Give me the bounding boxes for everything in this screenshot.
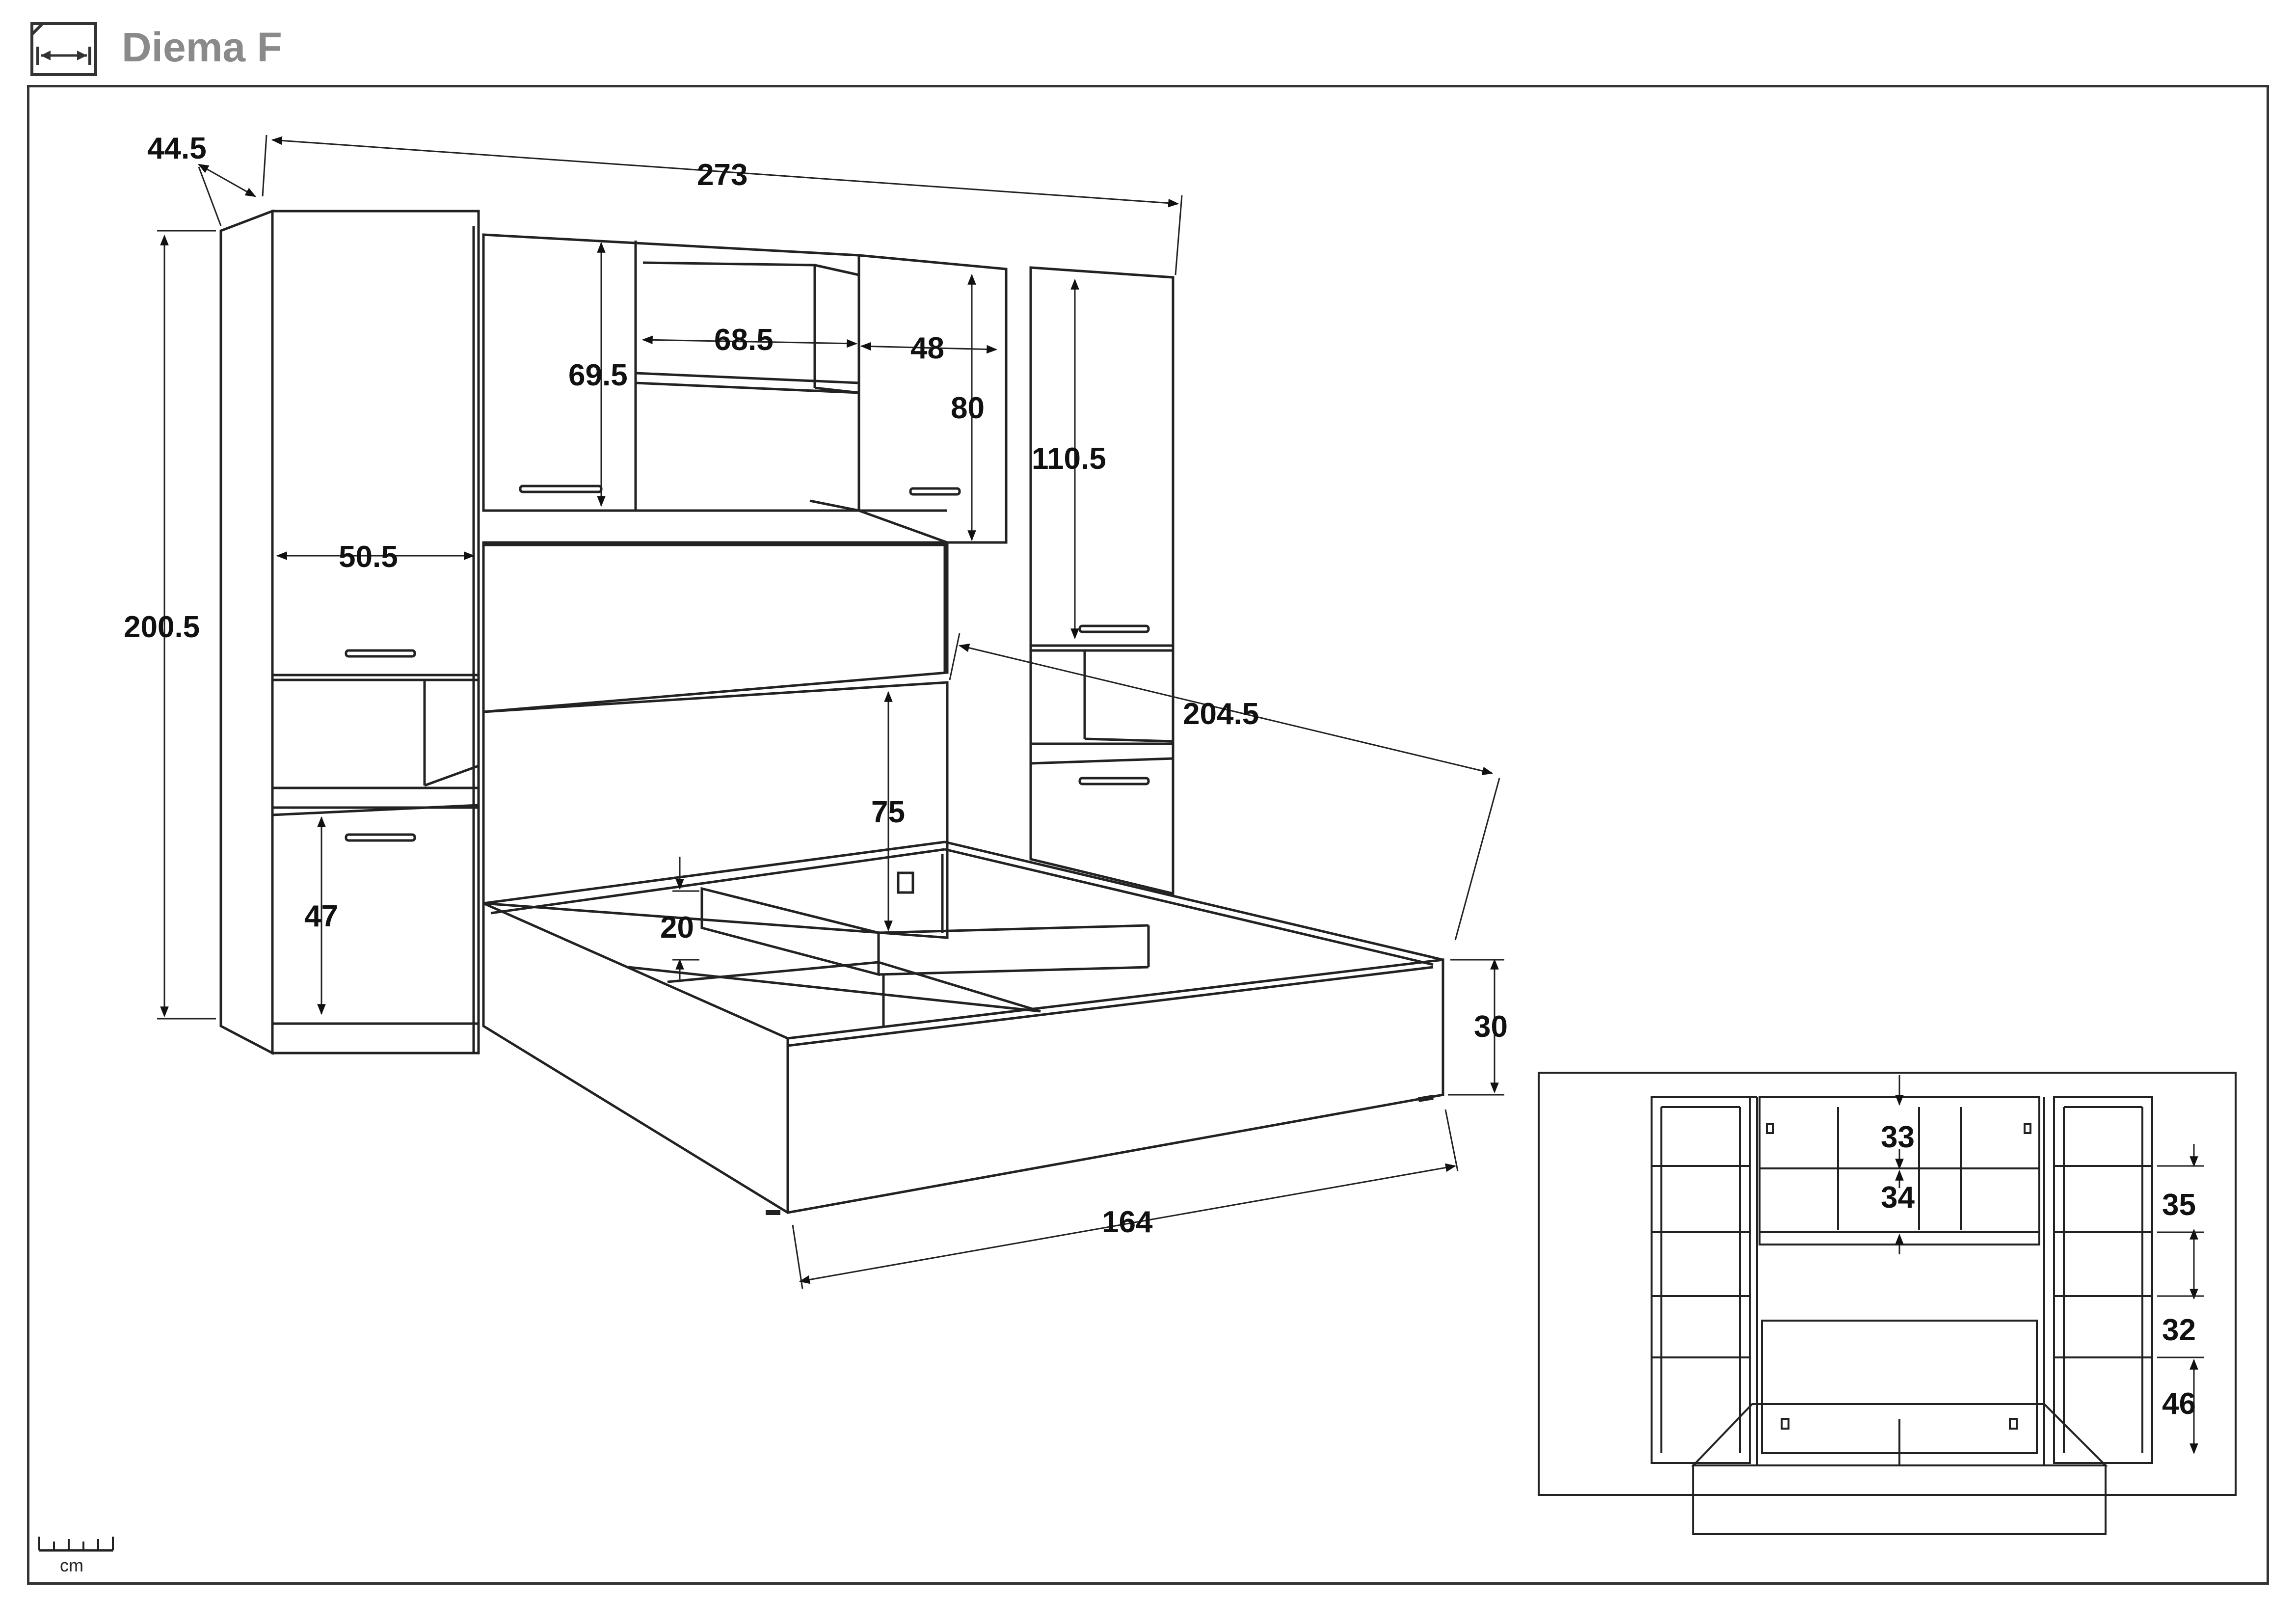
- inset-dim-column-shelf-1: 35: [2162, 1188, 2196, 1222]
- bed-base: [482, 901, 1444, 1214]
- drawing-frame: [27, 85, 2269, 1585]
- headboard-panel: [482, 541, 949, 713]
- right-wardrobe-front: [1029, 266, 1175, 895]
- page-title: Diema F: [122, 24, 282, 70]
- dim-left-wardrobe-width: 50.5: [339, 540, 398, 574]
- dim-wall-unit-height: 69.5: [568, 358, 628, 392]
- bracket-icon: [897, 871, 914, 894]
- inset-dim-shelf-2: 34: [1881, 1181, 1915, 1215]
- handle: [909, 487, 961, 496]
- left-lower-cabinet: [271, 806, 480, 1025]
- dim-bed-length: 204.5: [1183, 697, 1259, 731]
- handle: [519, 485, 603, 493]
- dim-depth: 44.5: [147, 132, 207, 165]
- dim-middle-shelf-width: 68.5: [714, 323, 774, 357]
- handle: [345, 649, 416, 658]
- dimensions-document-icon: [30, 22, 97, 76]
- dim-bed-width: 164: [1102, 1205, 1153, 1239]
- ruler-icon: [38, 1537, 114, 1552]
- handle: [345, 833, 416, 842]
- dim-total-height: 200.5: [124, 610, 200, 644]
- dim-lower-cabinet-height: 47: [304, 899, 338, 933]
- dim-total-width: 273: [697, 158, 748, 192]
- inset-dim-column-shelf-3: 46: [2162, 1387, 2196, 1421]
- handle: [1078, 777, 1150, 785]
- headboard: [482, 681, 949, 939]
- dim-headboard-height: 75: [871, 795, 905, 829]
- handle: [1078, 624, 1150, 633]
- dim-side-height: 80: [951, 391, 985, 425]
- furniture-outline: [219, 209, 1444, 1215]
- dimension-lines: [157, 135, 1504, 1289]
- left-wardrobe-side: [219, 209, 274, 1056]
- dim-base-height: 20: [660, 911, 694, 945]
- dim-right-wardrobe-height: 110.5: [1032, 442, 1106, 476]
- scale-unit-label: cm: [60, 1555, 83, 1575]
- inset-dim-column-shelf-2: 32: [2162, 1313, 2196, 1347]
- dim-side-door-width: 48: [910, 331, 944, 365]
- inset-dim-shelf-1: 33: [1881, 1120, 1915, 1154]
- left-wardrobe-front: [271, 210, 480, 1055]
- dim-bed-height: 30: [1474, 1010, 1508, 1044]
- dimension-labels: 44.5 273 200.5 69.5 68.5 48 80 110.5 50.…: [124, 132, 1508, 1239]
- front-view-inset: 33 34 35 32 46: [1538, 1072, 2237, 1535]
